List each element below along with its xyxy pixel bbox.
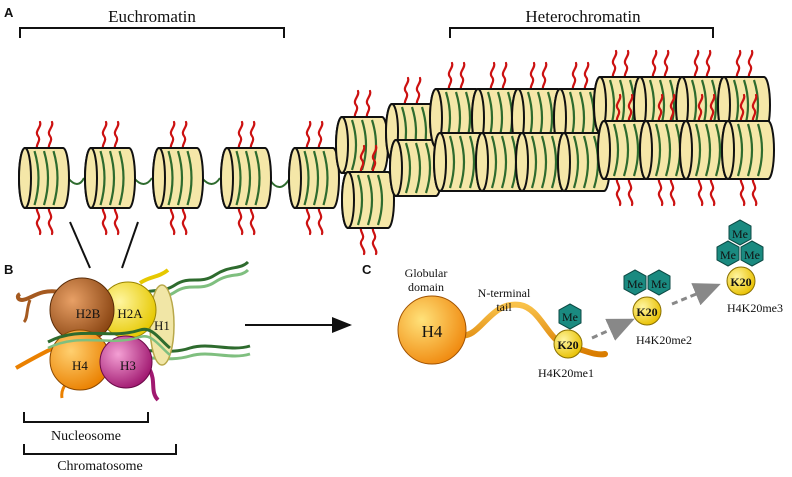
heterochromatin-bracket bbox=[449, 27, 714, 38]
me3-label-a: Me bbox=[732, 227, 748, 241]
me3-label-c: Me bbox=[744, 248, 760, 262]
nucleosome-label: Nucleosome bbox=[51, 429, 121, 444]
nucleosome-3 bbox=[152, 120, 204, 236]
h3-label: H3 bbox=[120, 358, 136, 373]
methyl-group-me2 bbox=[623, 269, 671, 296]
panel-label-a: A bbox=[4, 5, 14, 20]
me2-label-a: Me bbox=[627, 277, 643, 291]
zoom-line-left bbox=[69, 221, 91, 269]
methyl-group-me3 bbox=[716, 219, 764, 267]
chromatosome-bracket bbox=[23, 444, 177, 455]
h4-label-b: H4 bbox=[72, 358, 88, 373]
n-terminal-tail bbox=[457, 301, 608, 358]
me1-label: Me bbox=[562, 310, 578, 324]
nucleosome-fiber bbox=[18, 49, 775, 256]
state-me3: H4K20me3 bbox=[727, 301, 783, 315]
h2a-label: H2A bbox=[117, 306, 143, 321]
chromatosome-label: Chromatosome bbox=[57, 459, 143, 474]
globular-label-line1: Globular bbox=[405, 266, 448, 280]
hetero-nucleosome-bottom-4 bbox=[557, 132, 611, 192]
nucleosome-1 bbox=[18, 120, 70, 236]
nucleosome-transition-2 bbox=[341, 144, 395, 256]
h1-label: H1 bbox=[154, 318, 170, 333]
panel-label-b: B bbox=[4, 262, 13, 277]
nucleosome-4 bbox=[220, 120, 272, 236]
globular-label-line2: domain bbox=[408, 280, 444, 294]
heterochromatin-label: Heterochromatin bbox=[525, 7, 641, 26]
linker-dna bbox=[67, 177, 291, 188]
lysine-k20-me3 bbox=[726, 266, 756, 296]
hetero-nucleosome-top-8 bbox=[717, 49, 771, 161]
k20-label-me3: K20 bbox=[730, 275, 751, 289]
h2b-label: H2B bbox=[76, 306, 101, 321]
hetero-nucleosome-top-7 bbox=[675, 49, 729, 161]
tail-label-line2: tail bbox=[496, 300, 512, 314]
methyl-group-me1 bbox=[558, 303, 582, 330]
hetero-nucleosome-bottom-8 bbox=[721, 93, 775, 207]
h4-label-c: H4 bbox=[422, 322, 443, 341]
state-me2: H4K20me2 bbox=[636, 333, 692, 347]
h4-globular-domain bbox=[397, 295, 467, 365]
state-me1: H4K20me1 bbox=[538, 366, 594, 380]
hetero-nucleosome-bottom-2 bbox=[475, 132, 529, 192]
nucleosome-model bbox=[15, 260, 251, 402]
k20-label-me1: K20 bbox=[557, 338, 578, 352]
nucleosome-2 bbox=[84, 120, 136, 236]
lysine-k20-me1 bbox=[553, 329, 583, 359]
euchromatin-bracket bbox=[19, 27, 285, 38]
nucleosome-bracket bbox=[23, 412, 149, 423]
k20-label-me2: K20 bbox=[636, 305, 657, 319]
zoom-line-right bbox=[121, 221, 139, 269]
me2-label-b: Me bbox=[651, 277, 667, 291]
histone-h3 bbox=[99, 335, 153, 389]
nucleosome-5 bbox=[288, 120, 340, 236]
tail-label-line1: N-terminal bbox=[478, 286, 531, 300]
lysine-k20-me2 bbox=[632, 296, 662, 326]
panel-label-c: C bbox=[362, 262, 372, 277]
me3-label-b: Me bbox=[720, 248, 736, 262]
arrow-me1-to-me2 bbox=[591, 318, 635, 341]
arrow-me2-to-me3 bbox=[671, 283, 721, 306]
hetero-nucleosome-top-6 bbox=[633, 49, 687, 161]
euchromatin-label: Euchromatin bbox=[108, 7, 196, 26]
